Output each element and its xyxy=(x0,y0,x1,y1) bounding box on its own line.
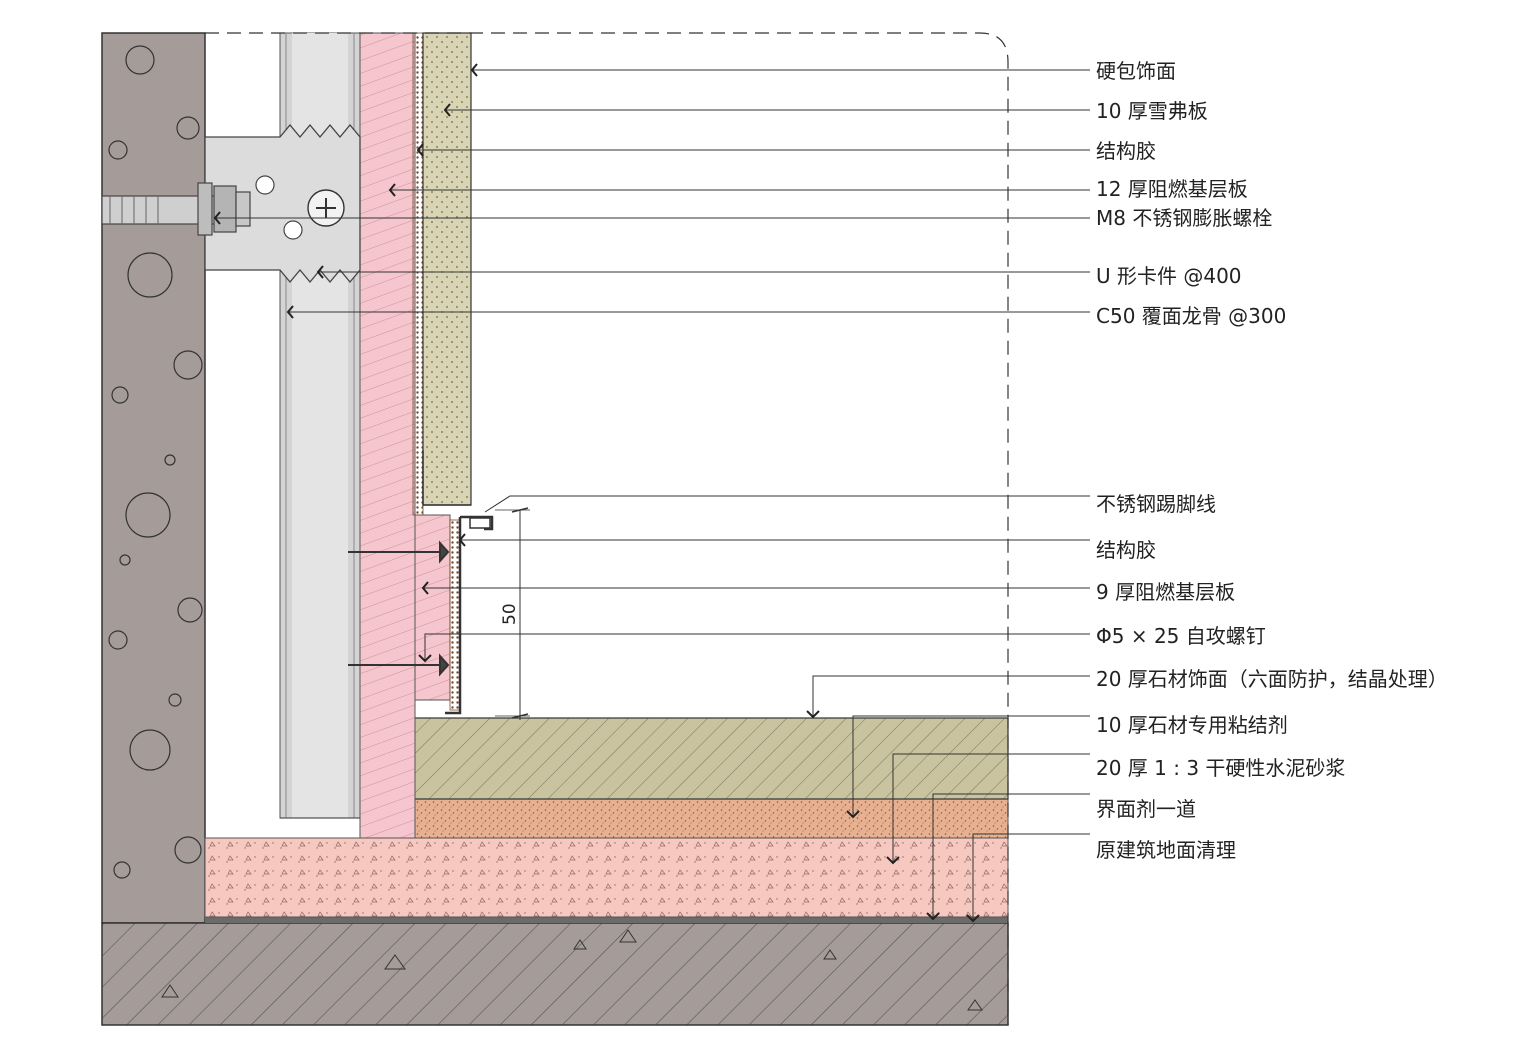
label-floor-cleaning: 原建筑地面清理 xyxy=(1096,838,1236,862)
label-pvc-foam-board: 10 厚雪弗板 xyxy=(1096,99,1208,123)
structural-glue-strip xyxy=(412,32,424,516)
label-expansion-bolt: M8 不锈钢膨胀螺栓 xyxy=(1096,206,1272,230)
dimension-50-text: 50 xyxy=(500,603,520,625)
u-clip-bracket xyxy=(204,123,361,284)
expansion-bolt xyxy=(101,182,251,236)
interface-agent-layer xyxy=(205,917,1008,923)
callout-labels: 硬包饰面 10 厚雪弗板 结构胶 12 厚阻燃基层板 M8 不锈钢膨胀螺栓 U … xyxy=(1096,59,1448,862)
label-cement-mortar: 20 厚 1 : 3 干硬性水泥砂浆 xyxy=(1096,756,1345,780)
concrete-wall xyxy=(101,32,206,924)
label-stainless-skirting: 不锈钢踢脚线 xyxy=(1096,492,1216,516)
cement-mortar-layer xyxy=(204,837,1009,918)
stainless-skirting xyxy=(445,515,494,715)
stone-adhesive-layer xyxy=(411,798,1009,839)
stone-floor-finish xyxy=(411,717,1009,800)
flame-retardant-board-12 xyxy=(359,32,416,839)
leader-lines xyxy=(215,69,1090,920)
fabric-panel xyxy=(422,32,472,506)
label-u-clip: U 形卡件 @400 xyxy=(1096,264,1242,288)
label-c50-channel: C50 覆面龙骨 @300 xyxy=(1096,304,1286,328)
leader-arrowheads xyxy=(213,63,980,923)
label-stone-adhesive: 10 厚石材专用粘结剂 xyxy=(1096,713,1288,737)
label-structural-glue-upper: 结构胶 xyxy=(1096,139,1156,163)
structural-floor-slab xyxy=(101,922,1009,1026)
label-structural-glue-lower: 结构胶 xyxy=(1096,538,1156,562)
label-stone-finish: 20 厚石材饰面（六面防护，结晶处理） xyxy=(1096,667,1448,691)
dimension-50: 50 xyxy=(495,507,530,720)
self-tapping-screws xyxy=(348,540,450,677)
skirting-lip xyxy=(469,517,491,529)
label-interface-agent: 界面剂一道 xyxy=(1096,797,1196,821)
label-self-tapping-screw: Φ5 × 25 自攻螺钉 xyxy=(1096,624,1266,648)
flame-retardant-board-9 xyxy=(414,514,461,711)
label-fabric-finish: 硬包饰面 xyxy=(1096,59,1176,83)
detail-boundary xyxy=(205,32,1009,1025)
label-board-12: 12 厚阻燃基层板 xyxy=(1096,177,1248,201)
label-board-9: 9 厚阻燃基层板 xyxy=(1096,580,1235,604)
